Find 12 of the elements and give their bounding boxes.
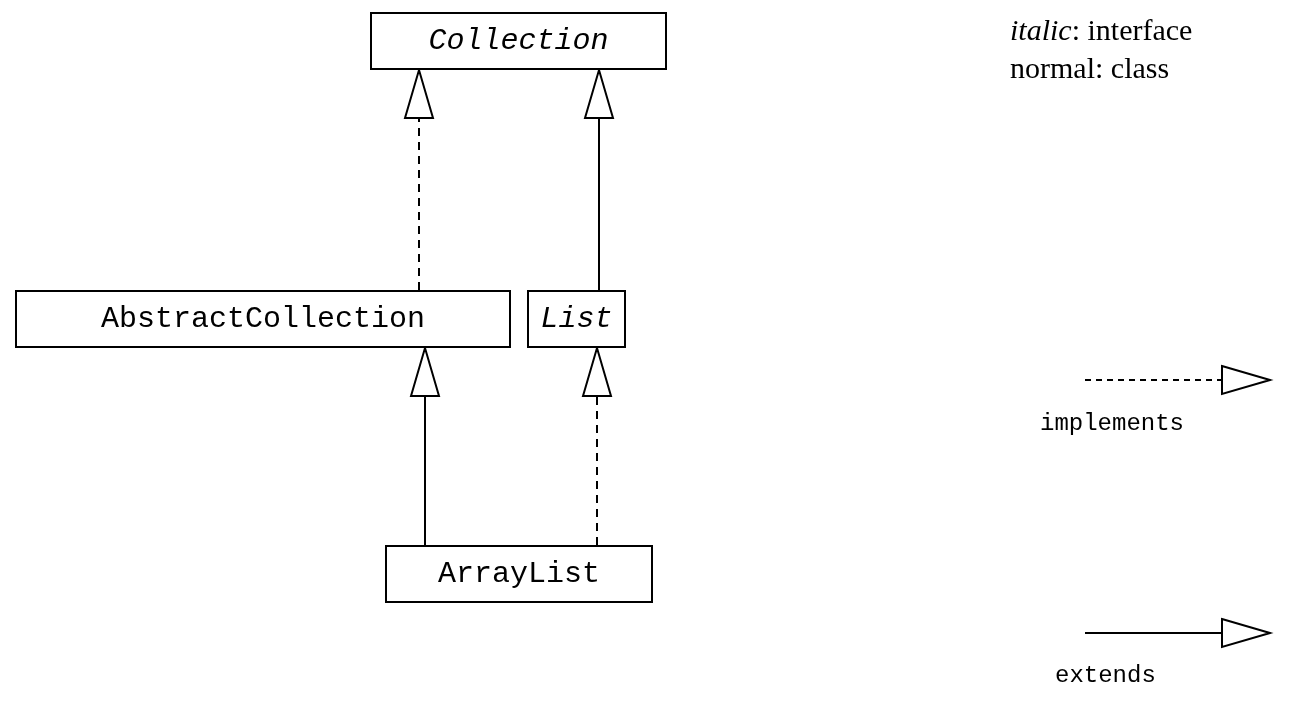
note-text: italic: interface (1010, 12, 1193, 48)
arrow (582, 347, 612, 546)
arrow (404, 69, 434, 291)
legend-text: extends (1055, 661, 1156, 691)
class-box: Collection (370, 12, 667, 70)
legend-text: implements (1040, 409, 1185, 439)
class-box: AbstractCollection (15, 290, 511, 348)
class-box: ArrayList (385, 545, 653, 603)
arrow (584, 69, 614, 291)
note-text: normal: class (1010, 50, 1170, 86)
arrow (410, 347, 440, 546)
class-box: List (527, 290, 626, 348)
